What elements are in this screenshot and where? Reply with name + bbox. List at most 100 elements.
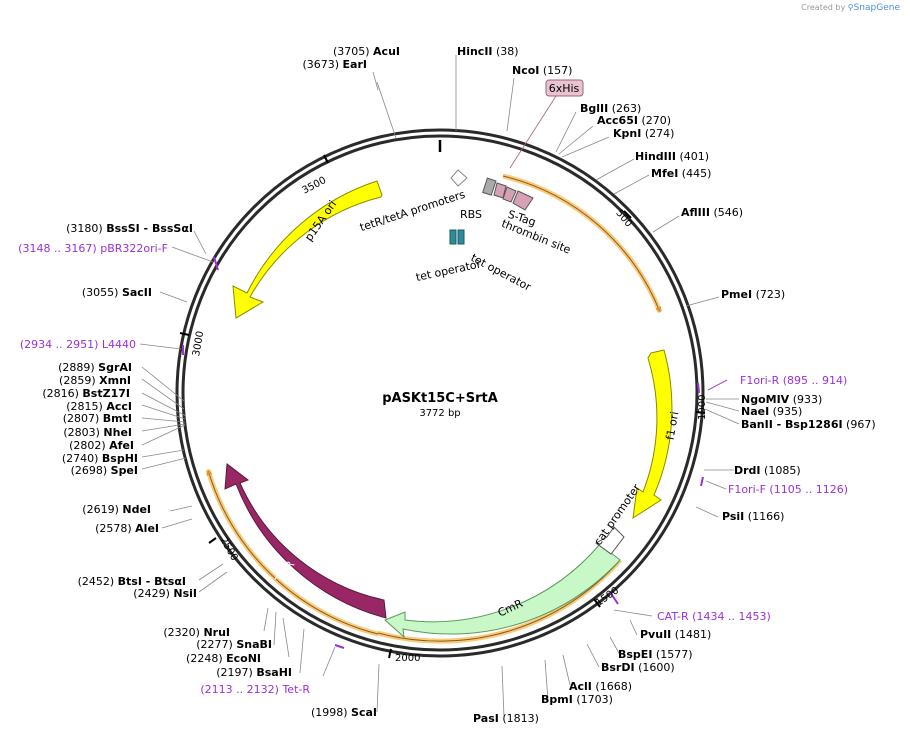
restriction-site-position: (1998) [311, 706, 351, 719]
restriction-site-label[interactable]: (3705) AcuI [333, 45, 400, 58]
restriction-site-label[interactable]: (3673) EarI [302, 58, 367, 71]
primer-label[interactable]: CAT-R (1434 .. 1453) [657, 610, 771, 623]
primer-label[interactable]: F1ori-F (1105 .. 1126) [728, 483, 848, 496]
leader-lines [139, 55, 740, 718]
restriction-site-label[interactable]: (2197) BsaHI [216, 666, 292, 679]
tick-3000: 3000 [191, 330, 206, 357]
restriction-site-label[interactable]: Acc65I (270) [597, 114, 671, 127]
restriction-site-label[interactable]: NcoI (157) [512, 64, 572, 77]
restriction-site-label[interactable]: (2578) AleI [95, 522, 159, 535]
restriction-site-label[interactable]: DrdI (1085) [734, 464, 801, 477]
primer-label[interactable]: (2934 .. 2951) L4440 [20, 338, 136, 351]
restriction-site-position: (546) [710, 206, 743, 219]
restriction-site-label[interactable]: (2277) SnaBI [196, 638, 272, 651]
restriction-site-label[interactable]: (2807) BmtI [63, 412, 132, 425]
primer-position: (895 .. 914) [779, 374, 847, 387]
restriction-site-label[interactable]: BglII (263) [580, 102, 641, 115]
restriction-site-name: NaeI [741, 405, 769, 418]
his-tag-box[interactable] [545, 79, 584, 97]
restriction-site-label[interactable]: (2619) NdeI [82, 503, 151, 516]
restriction-site-label[interactable]: (2889) SgrAI [58, 361, 132, 374]
restriction-site-label[interactable]: PmeI (723) [721, 288, 785, 301]
feature-tetr-teta-promoters[interactable] [450, 169, 468, 187]
primer-label[interactable]: (3148 .. 3167) pBR322ori-F [18, 242, 168, 255]
restriction-site-name: BspEI [618, 648, 652, 661]
restriction-site-name: EcoNI [226, 652, 261, 665]
feature-rbs[interactable] [482, 177, 497, 196]
primer-position: (2934 .. 2951) [20, 338, 102, 351]
restriction-site-label[interactable]: BpmI (1703) [541, 693, 613, 706]
restriction-site-label[interactable]: (2859) XmnI [59, 374, 131, 387]
primer-name: CAT-R [657, 610, 689, 623]
restriction-site-label[interactable]: NgoMIV (933) [741, 393, 822, 406]
restriction-site-position: (1703) [573, 693, 613, 706]
feature-p15a-ori[interactable] [232, 180, 383, 319]
feature-6xhis-arrow[interactable] [512, 190, 534, 211]
restriction-site-label[interactable]: (1998) ScaI [311, 706, 377, 719]
restriction-site-position: (2807) [63, 412, 103, 425]
restriction-site-label[interactable]: (2452) BtsI - BtsαI [78, 575, 186, 588]
restriction-site-label[interactable]: (2802) AfeI [69, 439, 134, 452]
restriction-site-label[interactable]: (3055) SacII [82, 286, 152, 299]
restriction-site-position: (3705) [333, 45, 373, 58]
feature-thrombin-site[interactable] [502, 186, 517, 203]
feature-cat-promoter[interactable] [595, 526, 625, 555]
label-thrombin-site: thrombin site [500, 217, 573, 257]
restriction-site-label[interactable]: NaeI (935) [741, 405, 802, 418]
restriction-site-name: Acc65I [597, 114, 638, 127]
feature-cmr[interactable] [384, 543, 621, 639]
restriction-site-label[interactable]: PsiI (1166) [722, 510, 784, 523]
restriction-site-label[interactable]: (3180) BssSI - BssSαI [66, 222, 193, 235]
restriction-site-label[interactable]: BanII - Bsp1286I (967) [741, 418, 876, 431]
restriction-site-label[interactable]: (2320) NruI [163, 626, 230, 639]
restriction-site-name: AccI [106, 400, 132, 413]
restriction-site-name: DrdI [734, 464, 761, 477]
restriction-site-label[interactable]: AflIII (546) [681, 206, 743, 219]
restriction-site-name: NheI [103, 426, 132, 439]
restriction-site-name: BpmI [541, 693, 573, 706]
restriction-site-name: NsiI [173, 587, 197, 600]
restriction-site-label[interactable]: BsrDI (1600) [601, 661, 675, 674]
restriction-site-label[interactable]: AclI (1668) [569, 680, 632, 693]
restriction-site-label[interactable]: (2815) AccI [66, 400, 132, 413]
primer-name: F1ori-R [740, 374, 780, 387]
restriction-site-label[interactable]: MfeI (445) [651, 167, 711, 180]
restriction-site-name: BstZ17I [82, 387, 130, 400]
restriction-site-label[interactable]: KpnI (274) [613, 127, 674, 140]
restriction-site-label[interactable]: BspEI (1577) [618, 648, 693, 661]
his-tag-leader [509, 95, 557, 169]
restriction-site-position: (935) [769, 405, 802, 418]
restriction-site-label[interactable]: HincII (38) [457, 45, 519, 58]
primer-label[interactable]: (2113 .. 2132) Tet-R [200, 683, 310, 696]
feature-f1-ori[interactable] [632, 349, 673, 520]
restriction-site-position: (2277) [196, 638, 236, 651]
feature-tet-operator-2[interactable] [457, 229, 465, 245]
restriction-site-label[interactable]: (2816) BstZ17I [42, 387, 130, 400]
feature-tet-operator-1[interactable] [449, 229, 457, 245]
restriction-site-label[interactable]: (2803) NheI [63, 426, 132, 439]
restriction-site-position: (157) [539, 64, 572, 77]
restriction-site-label[interactable]: (2698) SpeI [71, 464, 138, 477]
restriction-site-label[interactable]: (2740) BspHI [62, 452, 138, 465]
backbone-inner [181, 134, 699, 652]
restriction-site-name: NdeI [122, 503, 151, 516]
primer-position: (1105 .. 1126) [766, 483, 848, 496]
restriction-site-position: (933) [789, 393, 822, 406]
restriction-site-position: (2452) [78, 575, 118, 588]
restriction-site-position: (270) [638, 114, 671, 127]
restriction-site-label[interactable]: HindIII (401) [635, 150, 709, 163]
label-f1-ori: f1 ori [664, 410, 682, 441]
restriction-site-name: BssSI - BssSαI [106, 222, 193, 235]
restriction-site-name: EarI [343, 58, 367, 71]
restriction-site-label[interactable]: (2429) NsiI [133, 587, 197, 600]
primer-label[interactable]: F1ori-R (895 .. 914) [740, 374, 847, 387]
restriction-site-name: PasI [473, 712, 499, 725]
restriction-site-position: (3673) [302, 58, 342, 71]
primer-name: pBR322ori-F [100, 242, 168, 255]
plasmid-length: 3772 bp [419, 408, 460, 419]
restriction-site-label[interactable]: (2248) EcoNI [186, 652, 261, 665]
restriction-site-name: ScaI [351, 706, 377, 719]
restriction-site-label[interactable]: PvuII (1481) [640, 628, 711, 641]
restriction-site-label[interactable]: PasI (1813) [473, 712, 539, 725]
feature-tetr[interactable] [224, 463, 387, 619]
